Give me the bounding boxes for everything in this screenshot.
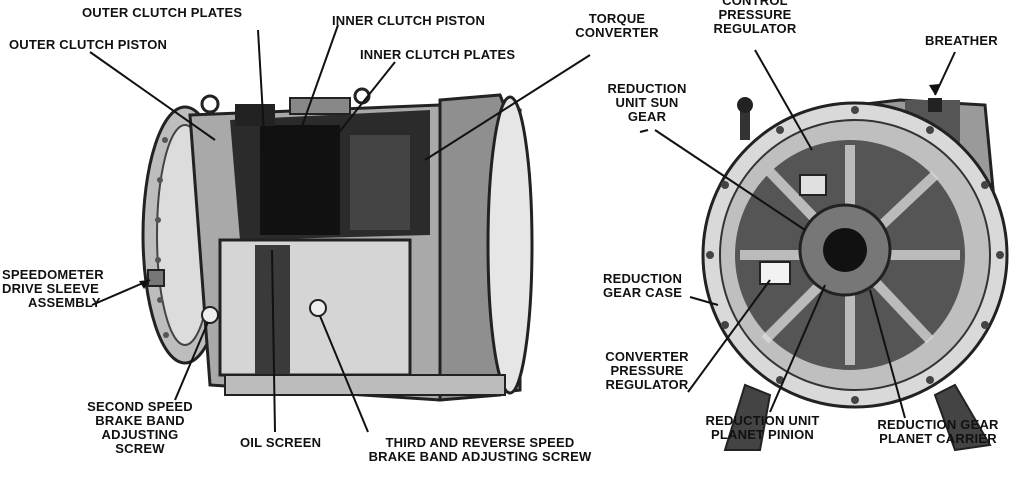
label-torque-converter: TORQUE CONVERTER [572,12,662,40]
leader-arrowheads [139,84,940,289]
label-line: REDUCTION [603,271,683,286]
label-line: ASSEMBLY [28,295,101,310]
label-line: GEAR CASE [603,285,683,300]
label-line: BRAKE BAND ADJUSTING SCREW [368,449,592,464]
leader-inner-clutch-piston [289,24,339,161]
label-line: UNIT SUN [615,95,679,110]
label-third-reverse-band: THIRD AND REVERSE SPEED BRAKE BAND ADJUS… [345,436,615,464]
label-line: PRESSURE [718,7,792,22]
leader-torque-converter [424,54,591,161]
leader-third-reverse [319,315,369,433]
label-line: REDUCTION GEAR [877,417,999,432]
label-line: CONVERTER [605,349,689,364]
label-speedometer-drive-sleeve: SPEEDOMETER DRIVE SLEEVE ASSEMBLY [2,268,104,310]
leader-sun-gear [654,129,806,231]
label-line: REDUCTION UNIT [705,413,820,428]
transmission-end-view [701,97,1009,452]
label-line: CONVERTER [575,25,659,40]
label-line: REDUCTION [607,81,687,96]
leader-planet-carrier [869,289,906,419]
leader-gear-case [689,296,719,306]
label-line: SCREW [115,441,165,456]
label-outer-clutch-plates: OUTER CLUTCH PLATES [82,5,243,20]
label-reduction-planet-pinion: REDUCTION UNIT PLANET PINION [700,414,825,442]
leader-converter-pressure [687,279,771,393]
label-reduction-planet-carrier: REDUCTION GEAR PLANET CARRIER [868,418,1008,446]
label-line: REGULATOR [713,21,797,36]
label-oil-screen: OIL SCREEN [240,435,322,450]
label-line: ADJUSTING [101,427,179,442]
label-outer-clutch-piston: OUTER CLUTCH PISTON [9,37,168,52]
label-line: CONTROL [722,0,788,8]
label-line: THIRD AND REVERSE SPEED [385,435,575,450]
leader-planet-pinion [769,284,826,413]
leader-second-speed [174,321,209,401]
leader-sun-gear-tick [639,129,649,133]
label-inner-clutch-plates: INNER CLUTCH PLATES [360,47,516,62]
label-line: DRIVE SLEEVE [2,281,100,296]
leader-breather [934,51,956,96]
label-control-pressure-regulator: CONTROL PRESSURE REGULATOR [700,0,810,36]
label-line: BRAKE BAND [95,413,185,428]
leader-outer-clutch-piston [89,51,216,141]
label-line: SPEEDOMETER [2,267,104,282]
label-second-speed-band: SECOND SPEED BRAKE BAND ADJUSTING SCREW [75,400,205,456]
label-line: PLANET CARRIER [879,431,997,446]
leader-speedometer [91,279,151,306]
label-inner-clutch-piston: INNER CLUTCH PISTON [332,13,486,28]
label-line: SECOND SPEED [87,399,193,414]
leader-outer-clutch-plates [257,29,266,151]
leader-oil-screen [271,249,276,433]
leader-inner-clutch-plates [304,61,396,176]
label-line: REGULATOR [605,377,689,392]
label-line: GEAR [627,109,667,124]
label-line: PRESSURE [610,363,684,378]
label-reduction-gear-case: REDUCTION GEAR CASE [603,272,682,300]
flange-bolts [706,106,1004,404]
transmission-side-view [141,87,534,402]
label-line: TORQUE [588,11,646,26]
leader-lines [89,24,956,433]
label-converter-pressure-regulator: CONVERTER PRESSURE REGULATOR [598,350,696,392]
label-line: PLANET PINION [711,427,814,442]
leader-control-pressure [754,49,813,151]
label-reduction-sun-gear: REDUCTION UNIT SUN GEAR [592,82,702,124]
label-breather: BREATHER [925,33,998,48]
